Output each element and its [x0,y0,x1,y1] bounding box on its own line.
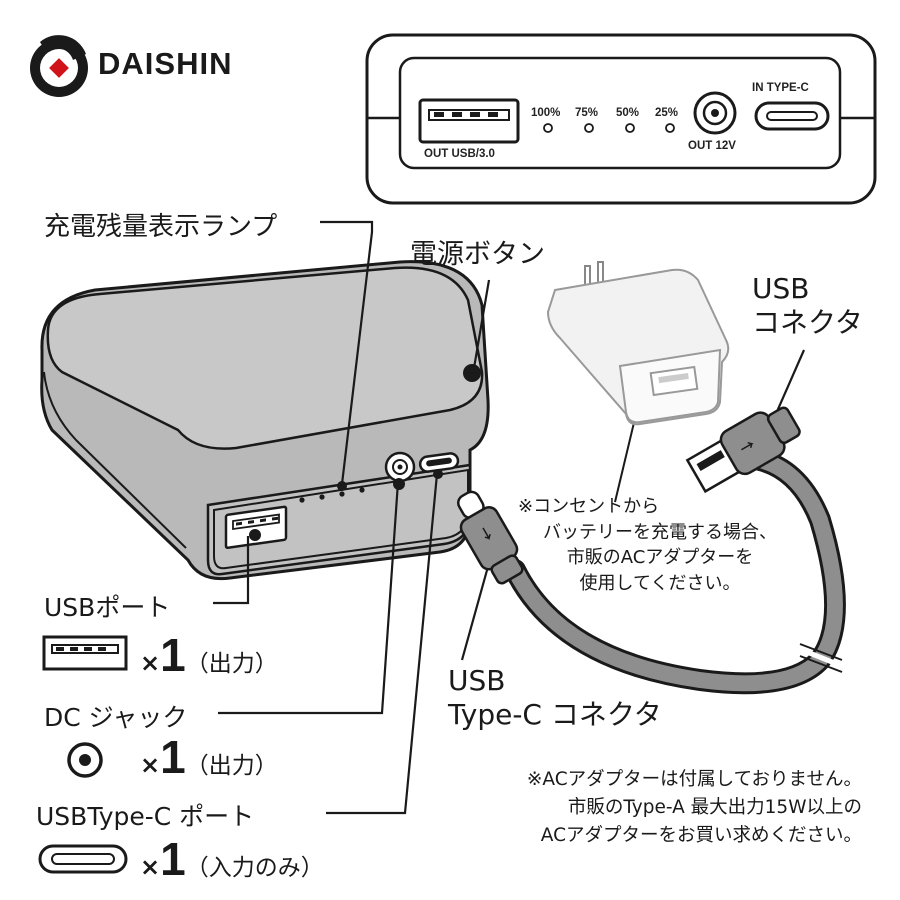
device-power-button [463,364,481,382]
count-mult: × [140,649,161,677]
led-75-icon [584,123,594,133]
callout-power-button: 電源ボタン [410,239,545,270]
usb-a-port-icon [42,635,128,671]
count-number: 1 [160,629,186,681]
count-paren: （入力のみ） [185,855,324,881]
bottom-note: ※ACアダプターは付属しておりません。 市販のType-A 最大出力15W以上の… [527,766,862,849]
callout-typec-connector: USB Type-C コネクタ [448,664,662,732]
device-led-icon [339,491,345,497]
led-100-icon [543,123,553,133]
led-50-icon [625,123,635,133]
callout-typec-connector-line1: USB [448,664,506,697]
bottom-note-line: 市販のType-A 最大出力15W以上の [567,796,862,818]
device-led-icon [359,487,365,493]
callout-typec-connector-line2: Type-C コネクタ [448,698,662,732]
count-mult: × [140,853,161,881]
port-typec-name: USBType-C ポート [36,802,255,831]
count-number: 1 [160,731,186,783]
device-led-icon [319,494,325,500]
panel-dc-out-label: OUT 12V [688,140,736,152]
adapter-note-line: 使用してください。 [579,572,741,594]
adapter-note-line: 市販のACアダプターを [566,547,754,569]
led-25-icon [665,123,675,133]
port-dc-name: DC ジャック [44,703,188,732]
port-usb-name: USBポート [44,593,171,622]
bottom-note-line: ACアダプターをお買い求めください。 [540,824,862,846]
panel-level-100: 100% [531,107,561,119]
panel-usb-out-label: OUT USB/3.0 [424,148,495,160]
port-usb-count: ×1（出力） [140,628,278,682]
count-number: 1 [160,833,186,885]
callout-usb-connector-line1: USB [752,272,810,305]
adapter-note-line: ※コンセントから [518,496,660,517]
device-led-icon [299,497,305,503]
count-paren: （出力） [185,651,278,677]
count-mult: × [140,751,161,779]
dc-jack-icon [67,742,103,778]
brand-name: DAISHIN [98,46,233,81]
callout-lamp: 充電残量表示ランプ [44,212,278,242]
adapter-note: ※コンセントから バッテリーを充電する場合、 市販のACアダプターを 使用してく… [510,494,810,596]
usb-c-plug-icon [457,490,524,585]
callout-usb-connector: USB コネクタ [752,272,863,340]
callout-usb-connector-line2: コネクタ [752,306,863,340]
panel-typec-in-label: IN TYPE-C [752,82,809,94]
panel-level-25: 25% [655,107,679,119]
adapter-note-line: バッテリーを充電する場合、 [543,521,777,543]
usb-a-plug-icon [685,406,801,494]
port-typec-count: ×1（入力のみ） [140,832,324,886]
panel-level-75: 75% [575,107,599,119]
count-paren: （出力） [185,753,278,779]
bottom-note-line: ※ACアダプターは付属しておりません。 [526,769,862,790]
port-dc-count: ×1（出力） [140,730,278,784]
panel-level-50: 50% [616,107,640,119]
typec-port-icon [38,844,128,874]
